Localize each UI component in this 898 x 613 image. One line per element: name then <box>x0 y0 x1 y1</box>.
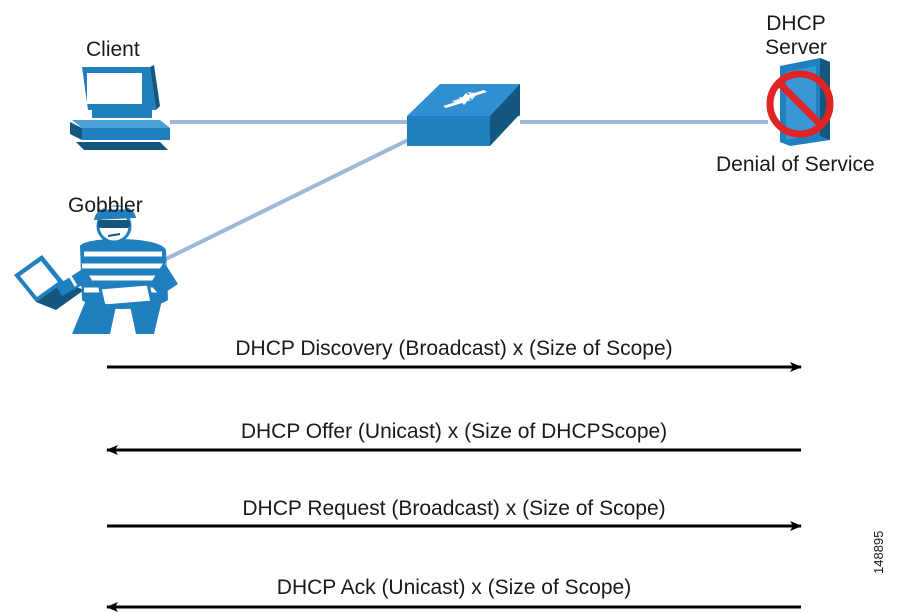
denial-icon <box>766 70 834 138</box>
gobbler-attacker-icon <box>56 205 178 334</box>
message-label-request: DHCP Request (Broadcast) x (Size of Scop… <box>242 497 666 520</box>
client-computer-icon <box>70 65 170 150</box>
gobbler-label: Gobbler <box>68 194 143 217</box>
message-label-offer: DHCP Offer (Unicast) x (Size of DHCPScop… <box>240 420 668 443</box>
server-label-line1: DHCP <box>766 12 826 35</box>
message-label-discovery: DHCP Discovery (Broadcast) x (Size of Sc… <box>235 337 673 360</box>
client-label: Client <box>86 38 140 61</box>
switch-icon <box>407 84 520 146</box>
figure-id: 148895 <box>871 530 886 574</box>
message-label-ack: DHCP Ack (Unicast) x (Size of Scope) <box>276 576 632 599</box>
server-status-label: Denial of Service <box>716 153 875 176</box>
link-gobbler-switch <box>159 138 409 264</box>
server-label-line2: Server <box>765 36 827 59</box>
